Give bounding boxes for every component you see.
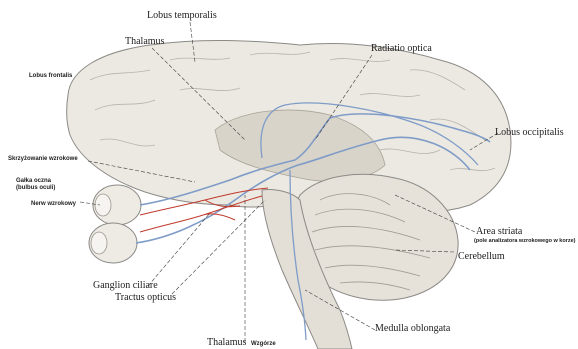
label-nerw-wzrokowy: Nerw wzrokowy	[31, 201, 76, 207]
label-bulbus-oculi: (bulbus oculi)	[16, 185, 55, 191]
label-ganglion-ciliare: Ganglion ciliare	[93, 281, 158, 291]
label-galka-oczna: Gałka oczna	[16, 178, 51, 184]
label-lobus-frontalis: Lobus frontalis	[29, 73, 72, 79]
label-cerebellum: Cerebellum	[458, 252, 505, 262]
label-lobus-occipitalis: Lobus occipitalis	[495, 128, 564, 138]
label-wzgorze: Wzgórze	[251, 341, 276, 347]
label-pole-analizatora: (pole analizatora wzrokowego w korze)	[474, 239, 575, 245]
label-thalamus-bottom: Thalamus	[207, 338, 246, 348]
label-lobus-temporalis: Lobus temporalis	[147, 11, 217, 21]
label-skrzyzowanie-wzrokowe: Skrzyżowanie wzrokowe	[8, 156, 78, 162]
label-tractus-opticus: Tractus opticus	[115, 293, 176, 303]
lens-upper	[95, 194, 111, 216]
lens-lower	[91, 232, 107, 254]
label-radiatio-optica: Radiatio optica	[371, 44, 432, 54]
label-area-striata: Area striata	[476, 227, 522, 237]
label-medulla-oblongata: Medulla oblongata	[375, 324, 450, 334]
label-thalamus-top: Thalamus	[125, 37, 164, 47]
